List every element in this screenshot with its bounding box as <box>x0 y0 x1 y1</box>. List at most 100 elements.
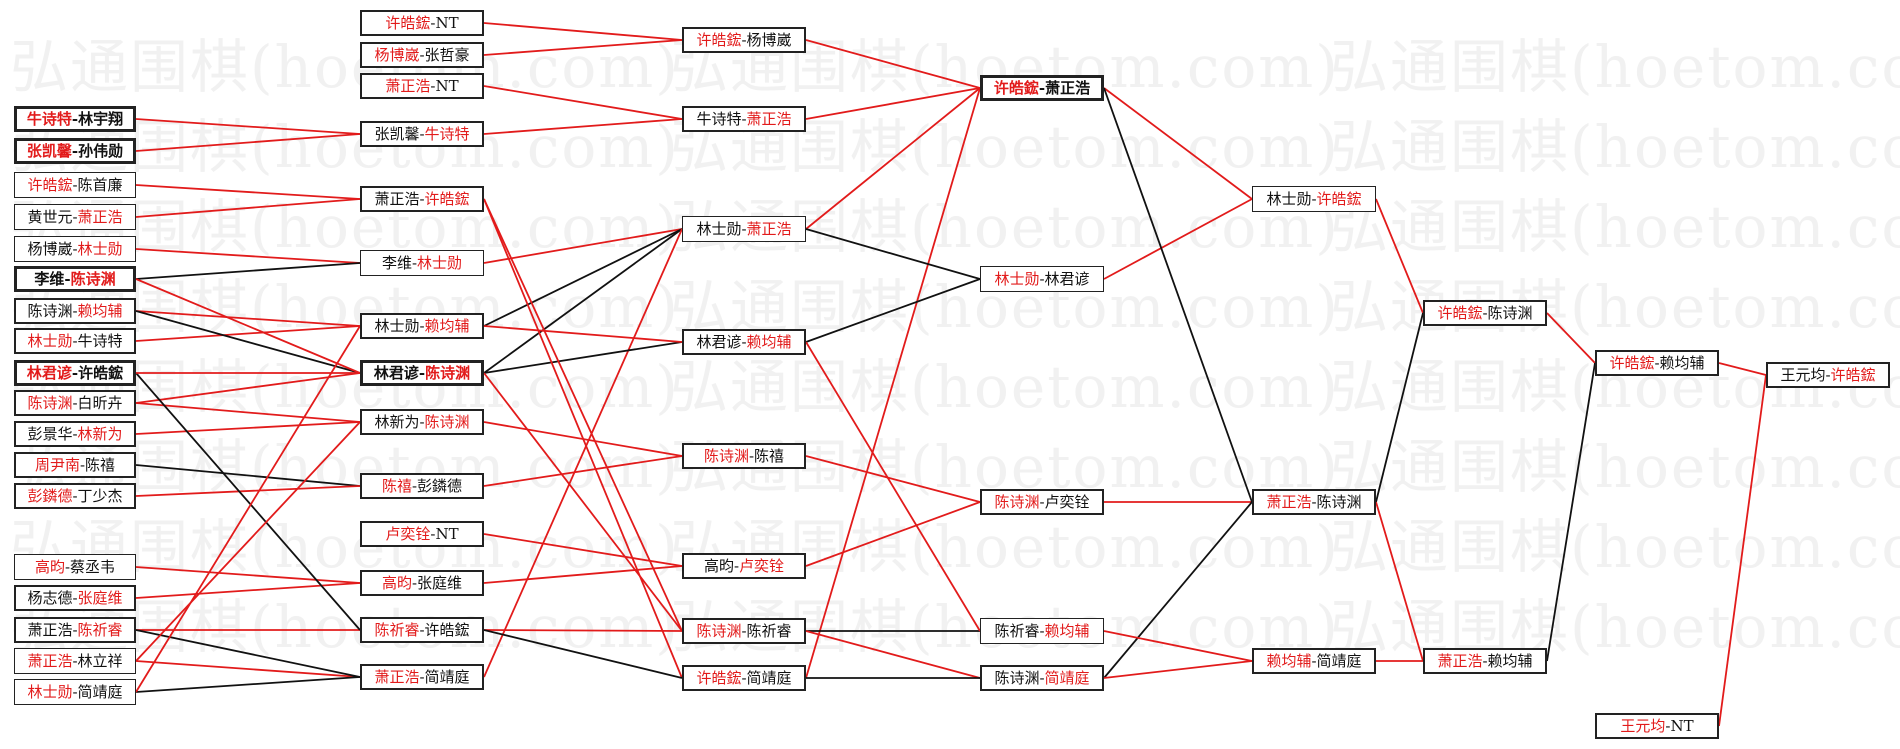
connector-d4-e3 <box>1103 630 1253 662</box>
player-two: 简靖庭 <box>1044 669 1090 687</box>
vs-separator: - <box>1039 270 1045 288</box>
match-box-b12: 高昀-张庭维 <box>360 570 484 596</box>
vs-separator: - <box>741 220 747 238</box>
connector-a14-b12 <box>135 566 361 584</box>
player-one: 萧正浩 <box>27 652 73 670</box>
player-two: 张庭维 <box>417 574 463 592</box>
player-two: 杨博崴 <box>746 31 792 49</box>
connector-b4-c2 <box>483 118 683 135</box>
match-box-b9: 林新为-陈诗渊 <box>360 409 484 435</box>
vs-separator: - <box>71 364 79 382</box>
player-two: 萧正浩 <box>746 110 792 128</box>
vs-separator: - <box>71 142 79 160</box>
connector-b5-c8 <box>483 198 683 679</box>
connector-b12-c6 <box>483 565 683 584</box>
connector-b11-c6 <box>483 533 683 567</box>
match-box-a8: 林士勋-牛诗特 <box>14 328 136 354</box>
player-two: 简靖庭 <box>1316 652 1362 670</box>
player-two: 陈诗渊 <box>424 413 470 431</box>
vs-separator: - <box>71 110 79 128</box>
match-box-b13: 陈祈睿-许皓鋐 <box>360 617 484 643</box>
player-two: 陈祈睿 <box>77 621 123 639</box>
match-box-b5: 萧正浩-许皓鋐 <box>360 186 484 212</box>
player-one: 萧正浩 <box>385 77 431 95</box>
match-box-a6: 李维-陈诗渊 <box>14 266 136 292</box>
match-box-c4: 林君谚-赖均辅 <box>682 329 806 355</box>
player-one: 彭鏻德 <box>27 487 73 505</box>
player-one: 张凯馨 <box>374 125 420 143</box>
connector-b8-c7 <box>483 372 683 632</box>
player-two: 赖均辅 <box>1659 354 1705 372</box>
vs-separator: - <box>72 425 78 443</box>
player-two: 简靖庭 <box>746 669 792 687</box>
vs-separator: - <box>741 622 747 640</box>
connector-b8-c3 <box>483 228 683 374</box>
match-box-c7: 陈诗渊-陈祈睿 <box>682 618 806 644</box>
player-two: NT <box>435 14 459 32</box>
player-one: 林君谚 <box>26 364 72 382</box>
connector-a7-b8 <box>135 310 361 374</box>
connector-a17-b14 <box>135 660 361 678</box>
player-one: 李维 <box>34 270 65 288</box>
match-box-b8: 林君谚-陈诗渊 <box>360 360 484 386</box>
player-one: 许皓鋐 <box>385 14 431 32</box>
connector-c2-d1 <box>805 87 981 120</box>
vs-separator: - <box>733 557 740 575</box>
connector-b14-c3 <box>483 228 683 678</box>
player-one: 陈诗渊 <box>27 394 73 412</box>
player-one: 周尹南 <box>34 456 80 474</box>
connector-c4-d2 <box>805 278 981 343</box>
vs-separator: - <box>1482 652 1488 670</box>
player-one: 陈诗渊 <box>703 447 749 465</box>
match-box-a16: 萧正浩-陈祈睿 <box>14 617 136 643</box>
connector-a10-b8 <box>135 372 361 404</box>
match-box-a7: 陈诗渊-赖均辅 <box>14 298 136 324</box>
vs-separator: - <box>1665 717 1671 735</box>
connector-c3-d1 <box>805 87 981 230</box>
connector-b13-c7 <box>483 629 683 632</box>
connector-c3-d2 <box>805 228 981 280</box>
vs-separator: - <box>72 621 78 639</box>
vs-separator: - <box>1038 79 1046 97</box>
player-two: 许皓鋐 <box>78 364 124 382</box>
player-one: 陈诗渊 <box>994 493 1040 511</box>
connector-b13-c8 <box>483 629 683 679</box>
match-box-c5: 陈诗渊-陈禧 <box>682 443 806 469</box>
connector-b6-c3 <box>483 228 683 264</box>
match-box-a14: 高昀-蔡丞韦 <box>14 554 136 580</box>
player-one: 林新为 <box>374 413 420 431</box>
vs-separator: - <box>741 110 747 128</box>
connector-e2-f1 <box>1375 312 1424 503</box>
match-box-a17: 萧正浩-林立祥 <box>14 648 136 674</box>
player-one: 萧正浩 <box>1266 493 1312 511</box>
vs-separator: - <box>419 46 425 64</box>
vs-separator: - <box>79 456 86 474</box>
connector-b2-c1 <box>483 39 683 56</box>
player-two: 陈祈睿 <box>746 622 792 640</box>
connector-c4-d4 <box>805 341 981 632</box>
vs-separator: - <box>1311 493 1317 511</box>
player-two: 陈首廉 <box>77 176 123 194</box>
player-two: 赖均辅 <box>1044 622 1090 640</box>
vs-separator: - <box>419 668 425 686</box>
connector-a4-b5 <box>135 198 361 218</box>
player-one: 陈诗渊 <box>994 669 1040 687</box>
connector-g1-h1 <box>1718 362 1767 376</box>
vs-separator: - <box>1039 669 1045 687</box>
vs-separator: - <box>72 394 78 412</box>
player-two: 卢奕铨 <box>739 557 785 575</box>
player-one: 牛诗特 <box>696 110 742 128</box>
player-two: 简靖庭 <box>77 683 123 701</box>
vs-separator: - <box>1311 190 1317 208</box>
match-box-a1: 牛诗特-林宇翔 <box>14 106 136 132</box>
match-box-b10: 陈禧-彭鏻德 <box>360 473 484 499</box>
player-two: 彭鏻德 <box>417 477 463 495</box>
vs-separator: - <box>72 302 78 320</box>
player-one: 许皓鋐 <box>696 669 742 687</box>
player-two: 许皓鋐 <box>1830 366 1876 384</box>
connector-e2-f2 <box>1375 501 1424 662</box>
player-two: 许皓鋐 <box>424 190 470 208</box>
connector-b5-c7 <box>483 198 683 632</box>
connector-a10-b9 <box>135 402 361 423</box>
